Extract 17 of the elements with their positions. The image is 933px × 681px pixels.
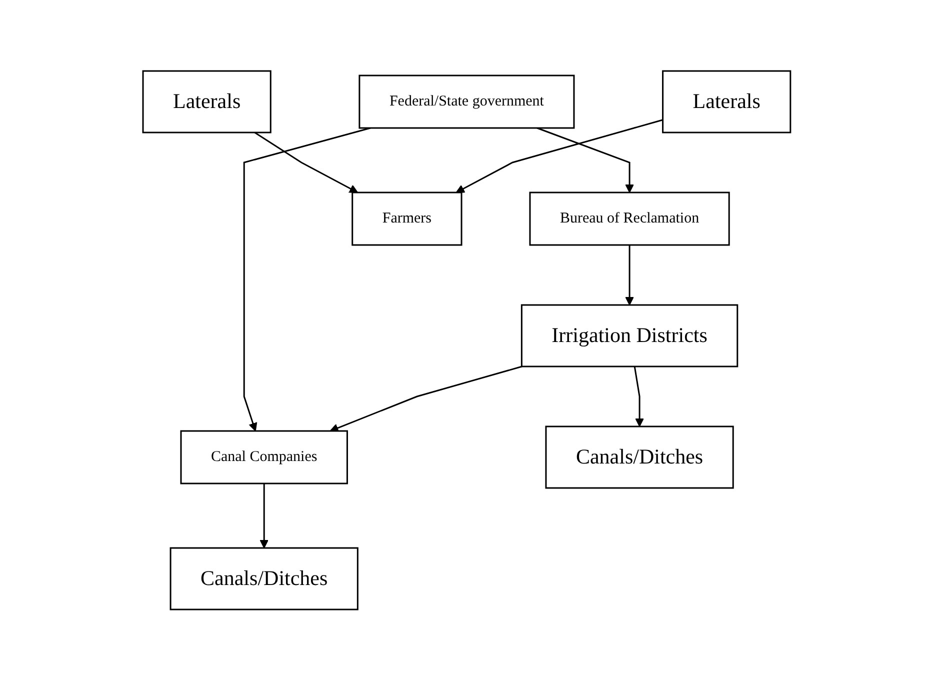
node-box: Farmers — [351, 192, 462, 246]
arrow — [330, 366, 522, 432]
arrow — [259, 484, 268, 549]
arrow — [536, 128, 634, 194]
node-box: Laterals — [142, 70, 272, 134]
arrow — [634, 366, 644, 428]
node-box: Canals/Ditches — [545, 426, 734, 489]
node-box: Canals/Ditches — [170, 547, 358, 610]
node-box: Bureau of Reclamation — [529, 192, 730, 246]
arrow — [243, 128, 370, 432]
node-box: Canal Companies — [180, 430, 348, 484]
node-box: Federal/State government — [358, 75, 575, 129]
node-box: Laterals — [662, 70, 791, 134]
node-box: Irrigation Districts — [520, 304, 738, 368]
arrow — [456, 119, 663, 194]
arrow — [624, 245, 634, 306]
arrow — [254, 132, 358, 194]
